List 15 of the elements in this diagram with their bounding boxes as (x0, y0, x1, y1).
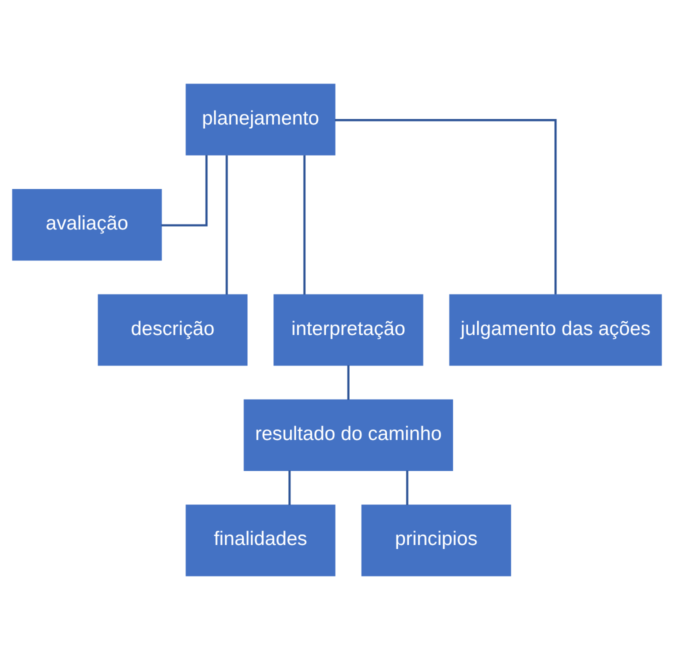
node-box: descrição (98, 294, 248, 366)
node-box: interpretação (274, 294, 424, 366)
node-box: julgamento das ações (449, 294, 662, 366)
node-box: planejamento (186, 84, 336, 156)
connector (347, 365, 350, 400)
connector (288, 470, 291, 505)
connector (226, 155, 228, 294)
connector (334, 119, 557, 294)
connector (406, 470, 408, 505)
node-box: avaliação (12, 189, 162, 261)
node-box: finalidades (186, 504, 336, 576)
node-box: principios (361, 504, 512, 576)
connector (161, 155, 208, 226)
connector (303, 155, 306, 294)
node-box: resultado do caminho (244, 399, 454, 471)
